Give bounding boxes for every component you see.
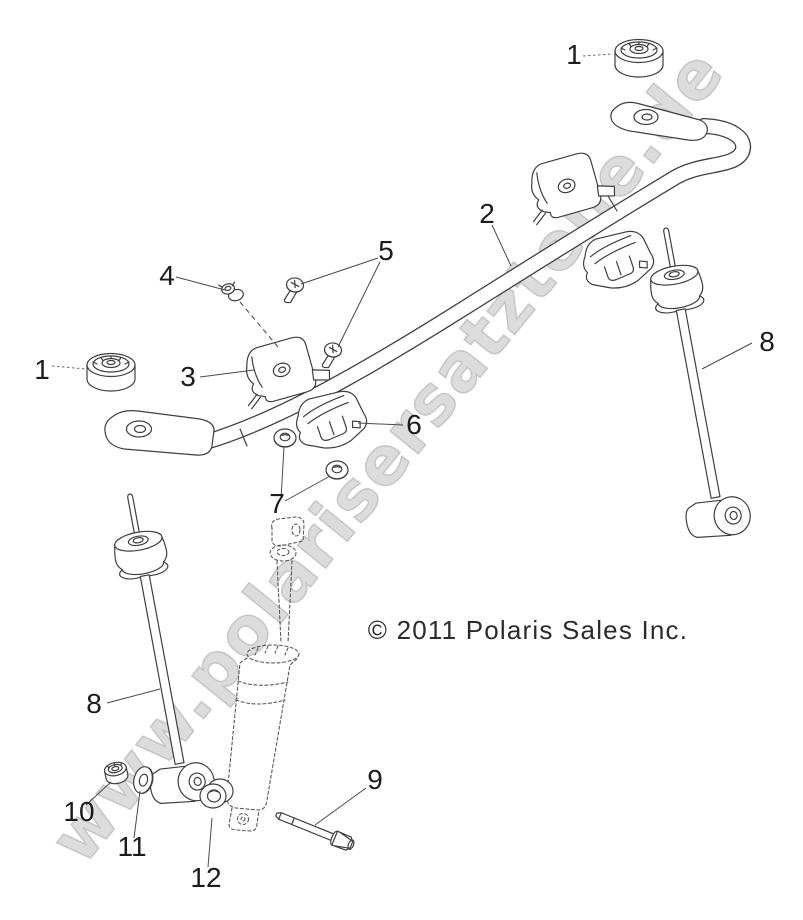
leader-10 xyxy=(85,781,112,806)
callout-8-left: 8 xyxy=(86,688,102,719)
leader-8-right xyxy=(701,342,753,370)
leader-2 xyxy=(491,224,512,267)
flat-washer xyxy=(133,766,154,794)
leader-9 xyxy=(314,787,367,826)
callout-2: 2 xyxy=(479,198,495,229)
leader-4 xyxy=(175,276,226,291)
sway-bar-bushing-left xyxy=(86,352,136,392)
bolt xyxy=(275,812,355,851)
stabilizer-bar xyxy=(104,101,752,456)
leader-8-left xyxy=(106,688,161,704)
leader-11 xyxy=(133,790,141,839)
flange-nut xyxy=(103,761,129,785)
callout-1-top: 1 xyxy=(566,39,582,70)
assembly-line-4-to-3 xyxy=(239,301,279,348)
leader-12 xyxy=(207,817,213,868)
leader-6 xyxy=(357,422,404,426)
callout-1-left: 1 xyxy=(34,354,50,385)
callout-8-right: 8 xyxy=(759,326,775,357)
callout-12: 12 xyxy=(190,862,221,893)
callout-10: 10 xyxy=(63,796,94,827)
copyright-text: © 2011 Polaris Sales Inc. xyxy=(368,615,688,645)
clip-nut xyxy=(218,281,244,302)
callout-labels: 1 1 2 3 4 5 6 7 8 8 9 10 11 12 xyxy=(34,39,775,893)
leader-3 xyxy=(199,369,255,378)
leader-7 xyxy=(280,446,331,502)
shock-absorber-reference xyxy=(226,516,305,832)
callout-5: 5 xyxy=(378,235,394,266)
callout-4: 4 xyxy=(159,260,175,291)
callout-9: 9 xyxy=(367,764,383,795)
callout-7: 7 xyxy=(269,488,285,519)
callout-11: 11 xyxy=(117,831,146,862)
leader-lines xyxy=(51,53,753,868)
leader-1-left xyxy=(51,365,87,370)
leader-5 xyxy=(300,257,381,348)
spacer-bushing xyxy=(199,778,234,809)
callout-6: 6 xyxy=(406,409,422,440)
callout-3: 3 xyxy=(180,361,196,392)
sway-bar-bushing-top-right xyxy=(614,38,664,78)
washer-upper xyxy=(273,428,297,448)
